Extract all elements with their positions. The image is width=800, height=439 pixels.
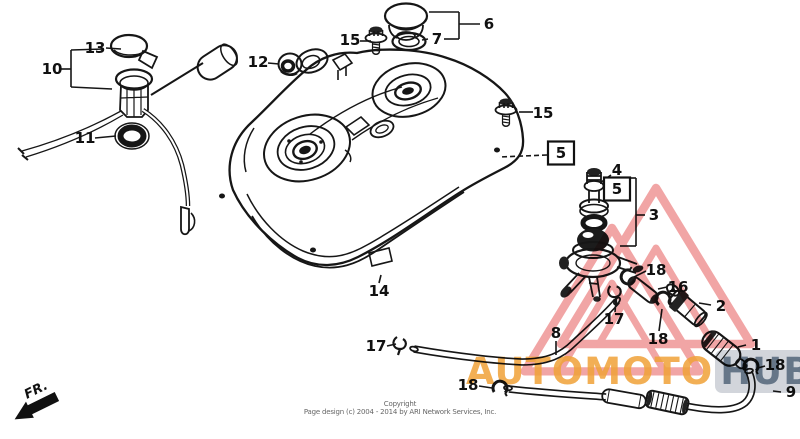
leader-line [70, 48, 105, 51]
callout-3[interactable]: 3 [649, 206, 659, 224]
leader-line [698, 302, 712, 306]
sender-float-drawing [196, 43, 239, 81]
label-plate-drawing [368, 247, 393, 267]
leader-line [386, 343, 397, 347]
callout-14[interactable]: 14 [369, 282, 390, 300]
fuel-hose-drawing [409, 296, 621, 366]
copyright-line1: Copyright [383, 400, 417, 408]
callout-7[interactable]: 7 [432, 30, 442, 48]
callout-18[interactable]: 18 [648, 330, 669, 348]
callout-1[interactable]: 1 [751, 336, 761, 354]
callout-8[interactable]: 8 [551, 324, 561, 342]
hose-clip-drawing [605, 282, 625, 306]
callout-12[interactable]: 12 [248, 53, 269, 71]
leader-line [657, 286, 668, 290]
copyright-footer: Copyright Page design (c) 2004 - 2014 by… [250, 400, 550, 416]
hose-sleeve-drawing [601, 388, 647, 410]
leader-line [267, 62, 280, 65]
leader-line [478, 385, 493, 389]
leader-line [658, 308, 663, 332]
leader-line [421, 38, 429, 41]
callout-18[interactable]: 18 [765, 356, 786, 374]
callout-13[interactable]: 13 [85, 39, 106, 57]
callout-11[interactable]: 11 [75, 129, 96, 147]
callout-18[interactable]: 18 [646, 261, 667, 279]
callout-15[interactable]: 15 [533, 104, 554, 122]
callout-box-5 [546, 140, 576, 166]
callout-10[interactable]: 10 [42, 60, 63, 78]
leader-line [498, 154, 548, 158]
callout-5[interactable]: 5 [556, 144, 566, 162]
leader-line [772, 390, 782, 393]
callout-2[interactable]: 2 [716, 297, 726, 315]
leader-line [70, 86, 113, 90]
callout-9[interactable]: 9 [786, 383, 796, 401]
callout-18[interactable]: 18 [458, 376, 479, 394]
fuel-petcock-drawing [559, 228, 644, 302]
callout-15[interactable]: 15 [340, 31, 361, 49]
tube-clip-drawing [490, 379, 510, 398]
callout-4[interactable]: 4 [612, 161, 622, 179]
sender-wire-drawing [17, 108, 196, 236]
copyright-line2: Page design (c) 2004 - 2014 by ARI Netwo… [303, 408, 497, 417]
leader-line [378, 274, 382, 284]
leader-line [105, 47, 122, 50]
hose-connector-drawing [644, 389, 690, 416]
sender-gasket-drawing [114, 122, 150, 150]
leader-lines [61, 11, 782, 393]
callout-16[interactable]: 16 [668, 278, 689, 296]
leader-line [94, 135, 117, 139]
fuel-gauge-sender-drawing [114, 62, 204, 118]
cap-gasket-drawing [391, 31, 427, 52]
callout-6[interactable]: 6 [484, 15, 494, 33]
grommet-drawing [277, 52, 303, 76]
callout-17[interactable]: 17 [366, 337, 387, 355]
hose-clip-drawing [392, 335, 407, 357]
gauge-cap-drawing [109, 33, 159, 70]
leader-line [737, 344, 747, 348]
fuel-tank-drawing [219, 48, 525, 269]
callout-5[interactable]: 5 [612, 180, 622, 198]
callout-17[interactable]: 17 [604, 310, 625, 328]
front-direction-arrow: FR. [14, 378, 60, 420]
